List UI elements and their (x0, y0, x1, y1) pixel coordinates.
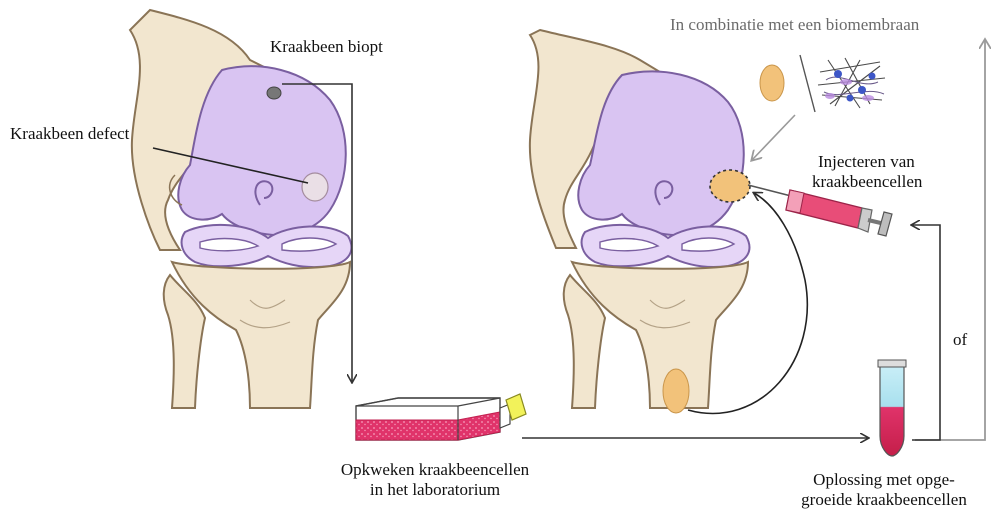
label-or: of (953, 330, 967, 350)
test-tube (878, 360, 906, 456)
label-membrane: In combinatie met een biomembraan (670, 15, 919, 35)
label-culture-line1: Opkweken kraakbeencellen (300, 460, 570, 480)
label-culture: Opkweken kraakbeencellen in het laborato… (300, 460, 570, 500)
arrow-solution-to-syringe (912, 225, 940, 440)
biopsy-site (267, 87, 281, 99)
syringe (748, 185, 892, 236)
label-solution: Oplossing met opge- groeide kraakbeencel… (770, 470, 998, 510)
culture-flask (356, 394, 526, 440)
cartilage-defect (302, 173, 328, 201)
cell-blob-bottom (663, 369, 689, 413)
knee-right (530, 30, 750, 408)
label-inject-line2: kraakbeencellen (812, 172, 922, 192)
label-culture-line2: in het laboratorium (300, 480, 570, 500)
arrow-solution-to-membrane (915, 40, 985, 440)
label-biopsy: Kraakbeen biopt (270, 37, 383, 57)
label-defect: Kraakbeen defect (10, 124, 129, 144)
label-inject: Injecteren van kraakbeencellen (812, 152, 922, 192)
knee-left (130, 10, 351, 408)
cell-blob-top (760, 65, 784, 101)
biomembrane (800, 55, 885, 112)
arrow-membrane-to-knee (752, 115, 795, 160)
label-solution-line1: Oplossing met opge- (770, 470, 998, 490)
label-inject-line1: Injecteren van (812, 152, 922, 172)
implanted-cells (710, 170, 750, 202)
label-solution-line2: groeide kraakbeencellen (770, 490, 998, 510)
